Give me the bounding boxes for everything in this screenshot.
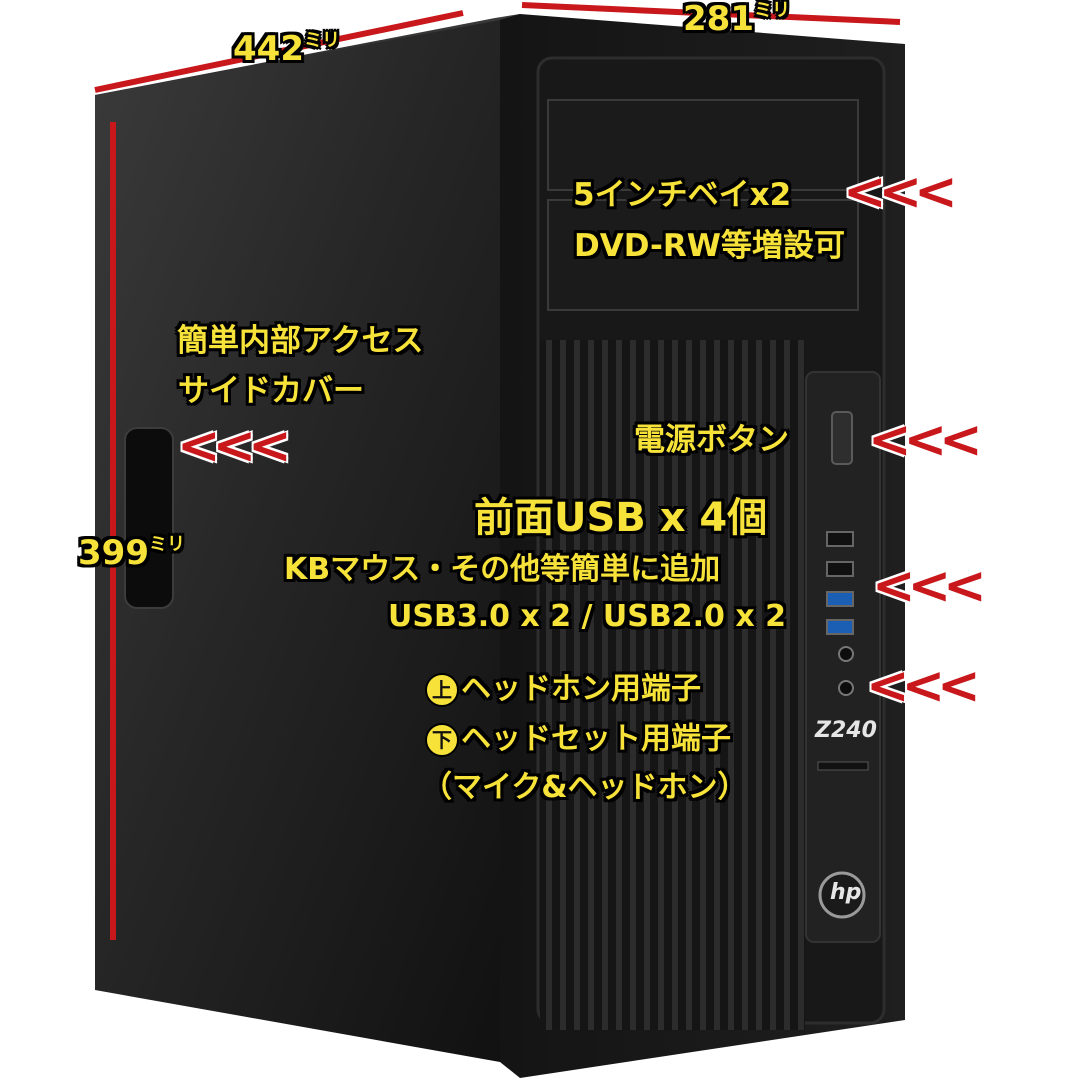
case-side-panel [95,20,500,1062]
width-dimension-line [521,2,901,25]
audio-arrow-icon: <<< [866,656,981,716]
audio-top-text: ヘッドホン用端子 [461,671,701,707]
front-grill [540,340,805,1030]
side-label-line2: サイドカバー [178,373,364,409]
depth-label: 442ミリ [233,29,340,69]
audio-bottom-label: 下ヘッドセット用端子 [425,723,731,757]
audio-note: （マイク&ヘッドホン） [422,770,748,805]
brand-logo-text: hp [830,880,862,905]
side-cover-handle [124,427,174,609]
model-label: Z240 [815,718,877,743]
height-label: 399ミリ [78,533,185,573]
depth-unit: ミリ [303,30,340,51]
depth-value: 442 [233,29,304,69]
bay-label-line2: DVD-RW等増設可 [574,228,845,264]
bay-label-line1: 5インチベイx2 [573,177,792,213]
height-value: 399 [78,533,149,573]
side-arrow-icon: <<< [177,416,292,476]
width-value: 281 [683,0,754,39]
drive-bay-2 [547,199,859,311]
top-mark-icon: 上 [425,673,459,707]
bottom-mark-icon: 下 [425,723,459,757]
bay-arrow-icon: <<< [843,162,958,222]
audio-bottom-text: ヘッドセット用端子 [461,721,731,757]
height-unit: ミリ [148,534,185,555]
width-label: 281ミリ [683,0,790,39]
depth-dimension-line [94,10,464,93]
power-button-shape [831,411,853,465]
width-unit: ミリ [753,0,790,21]
hp-logo-badge [818,871,866,919]
usb-arrow-icon: <<< [872,556,987,616]
drive-bay-1 [547,99,859,191]
power-label: 電源ボタン [634,422,789,458]
power-arrow-icon: <<< [868,410,983,470]
usb-label-line3: USB3.0 x 2 / USB2.0 x 2 [388,599,787,634]
usb-label-title: 前面USB x 4個 [474,495,768,541]
side-label-line1: 簡単内部アクセス [177,323,424,359]
audio-top-label: 上ヘッドホン用端子 [425,673,701,707]
usb-label-line2: KBマウス・その他等簡単に追加 [284,552,721,587]
